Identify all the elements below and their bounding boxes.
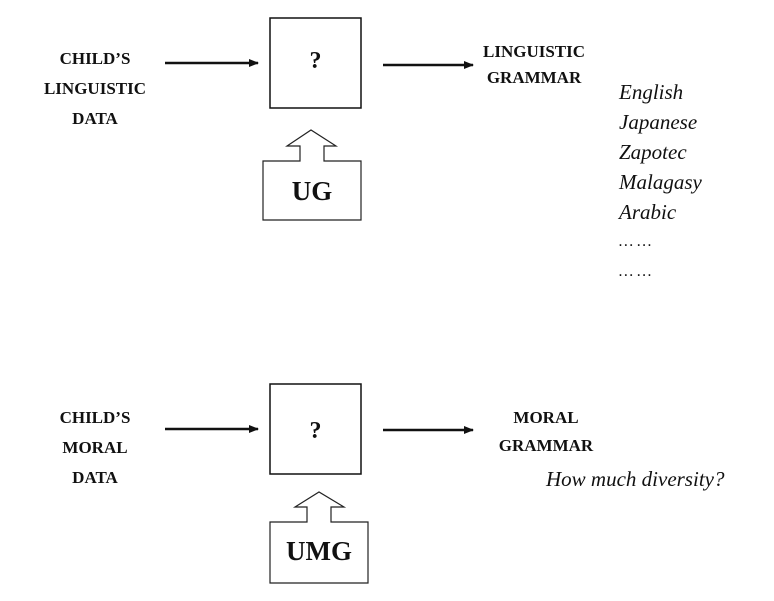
diversity-question: How much diversity? <box>546 467 725 491</box>
language-item: Malagasy <box>619 170 702 194</box>
box-question-mark-moral: ? <box>309 418 322 444</box>
input-label-line: CHILD’S <box>59 408 131 427</box>
language-item: Japanese <box>619 110 698 134</box>
input-label-linguistic: CHILD’S LINGUISTIC DATA <box>30 44 160 134</box>
language-item: … … <box>619 233 652 250</box>
output-label-line: GRAMMAR <box>498 436 594 455</box>
output-label-linguistic: LINGUISTIC GRAMMAR <box>483 39 585 91</box>
language-item: Zapotec <box>619 140 687 164</box>
input-label-line: DATA <box>72 468 118 487</box>
output-label-moral: MORAL GRAMMAR <box>486 404 606 460</box>
language-item: Arabic <box>619 200 677 224</box>
acquisition-box-moral <box>269 383 362 475</box>
umg-arrow-box <box>269 491 369 584</box>
input-label-line: MORAL <box>62 438 128 457</box>
language-examples-list: English Japanese Zapotec Malagasy Arabic… <box>619 77 702 287</box>
output-label-line: MORAL <box>513 408 579 427</box>
ug-arrow-box <box>262 129 362 221</box>
input-label-moral: CHILD’S MORAL DATA <box>30 403 160 493</box>
ug-label: UG <box>291 176 333 206</box>
umg-label: UMG <box>286 536 352 566</box>
language-item: … … <box>619 263 652 280</box>
input-label-line: CHILD’S <box>59 49 131 68</box>
box-question-mark-linguistic: ? <box>309 48 322 74</box>
input-label-line: DATA <box>72 109 118 128</box>
language-item: English <box>619 80 684 104</box>
output-label-line: GRAMMAR <box>486 68 582 87</box>
input-label-line: LINGUISTIC <box>43 79 147 98</box>
acquisition-box-linguistic <box>269 17 362 109</box>
output-label-line: LINGUISTIC <box>483 42 586 61</box>
